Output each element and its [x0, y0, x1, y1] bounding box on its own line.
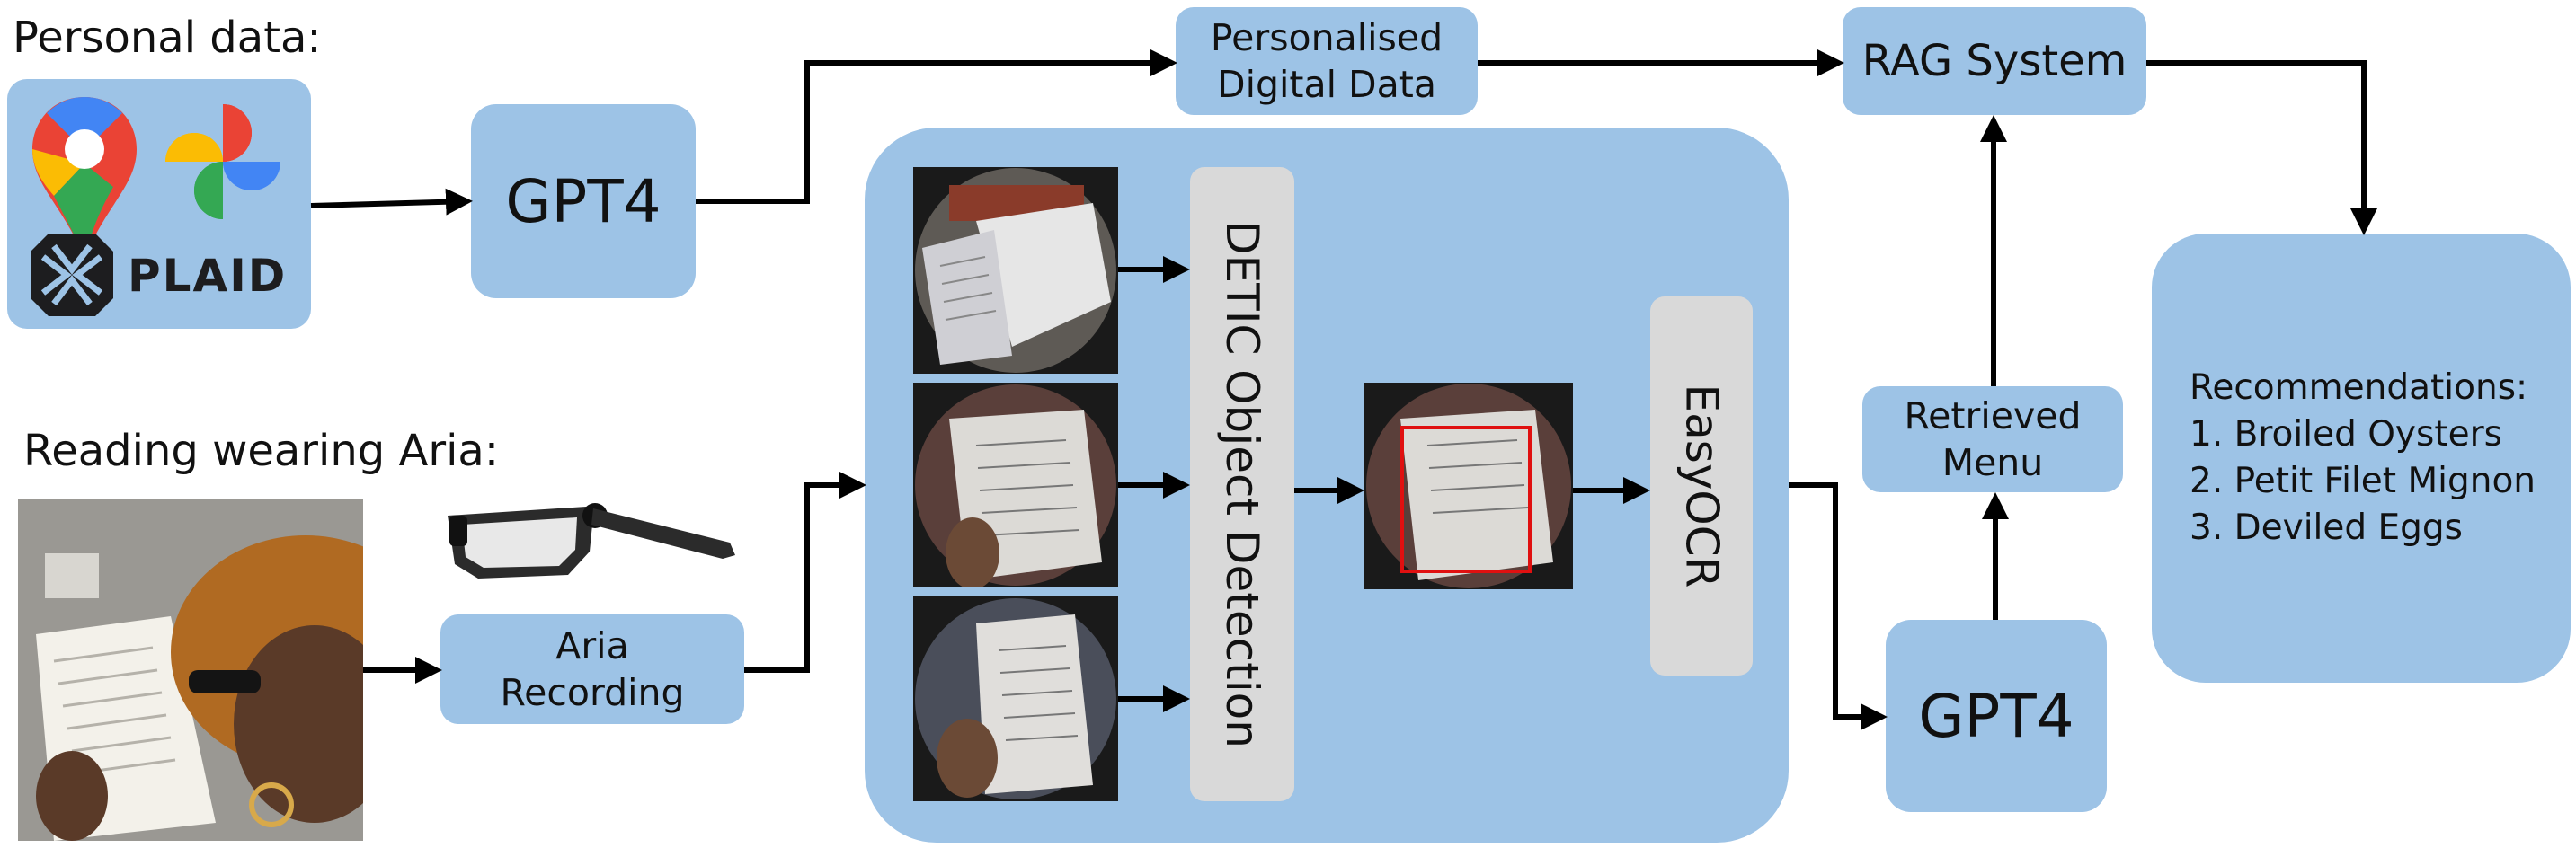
personal-data-panel: PLAID: [7, 79, 311, 329]
easyocr-module: EasyOCR: [1650, 296, 1753, 676]
gpt4-bottom-box: GPT4: [1886, 620, 2107, 812]
retrieved-menu-box: Retrieved Menu: [1862, 386, 2123, 492]
recommendations-heading: Recommendations:: [2190, 367, 2528, 408]
aria-glasses-icon: [442, 489, 739, 587]
detic-object-detection-module: DETIC Object Detection: [1190, 167, 1294, 801]
gpt4-top-label: GPT4: [505, 166, 662, 236]
reading-photo: [18, 499, 363, 841]
plaid-logo-icon: [31, 234, 113, 316]
aria-recording-box: Aria Recording: [440, 614, 744, 724]
aria-line1: Aria: [555, 624, 629, 667]
retrieved-line1: Retrieved: [1904, 394, 2082, 437]
plaid-wordmark: PLAID: [128, 250, 288, 302]
recommendation-item: 3. Deviled Eggs: [2190, 508, 2464, 548]
reading-wearing-aria-label: Reading wearing Aria:: [23, 426, 500, 476]
aria-frame-3: [913, 596, 1118, 801]
rag-system-label: RAG System: [1861, 36, 2127, 86]
retrieved-line2: Menu: [1941, 441, 2044, 484]
aria-line2: Recording: [500, 671, 685, 714]
google-maps-icon: [32, 97, 137, 259]
recommendations-box: Recommendations: 1. Broiled Oysters 2. P…: [2152, 234, 2571, 683]
gpt4-top-box: GPT4: [471, 104, 696, 298]
aria-frame-1: [913, 167, 1118, 374]
recommendation-item: 1. Broiled Oysters: [2190, 414, 2502, 455]
personalised-digital-data-box: Personalised Digital Data: [1176, 7, 1478, 115]
detection-bounding-box: [1400, 426, 1532, 573]
personal-data-label: Personal data:: [13, 13, 322, 63]
detected-menu-frame: [1364, 383, 1573, 589]
google-photos-icon: [165, 104, 280, 219]
personalised-line2: Digital Data: [1217, 63, 1436, 106]
gpt4-bottom-label: GPT4: [1918, 681, 2074, 751]
recommendation-item: 2. Petit Filet Mignon: [2190, 461, 2536, 501]
personalised-line1: Personalised: [1210, 16, 1443, 59]
rag-system-box: RAG System: [1843, 7, 2146, 115]
aria-frame-2: [913, 383, 1118, 587]
